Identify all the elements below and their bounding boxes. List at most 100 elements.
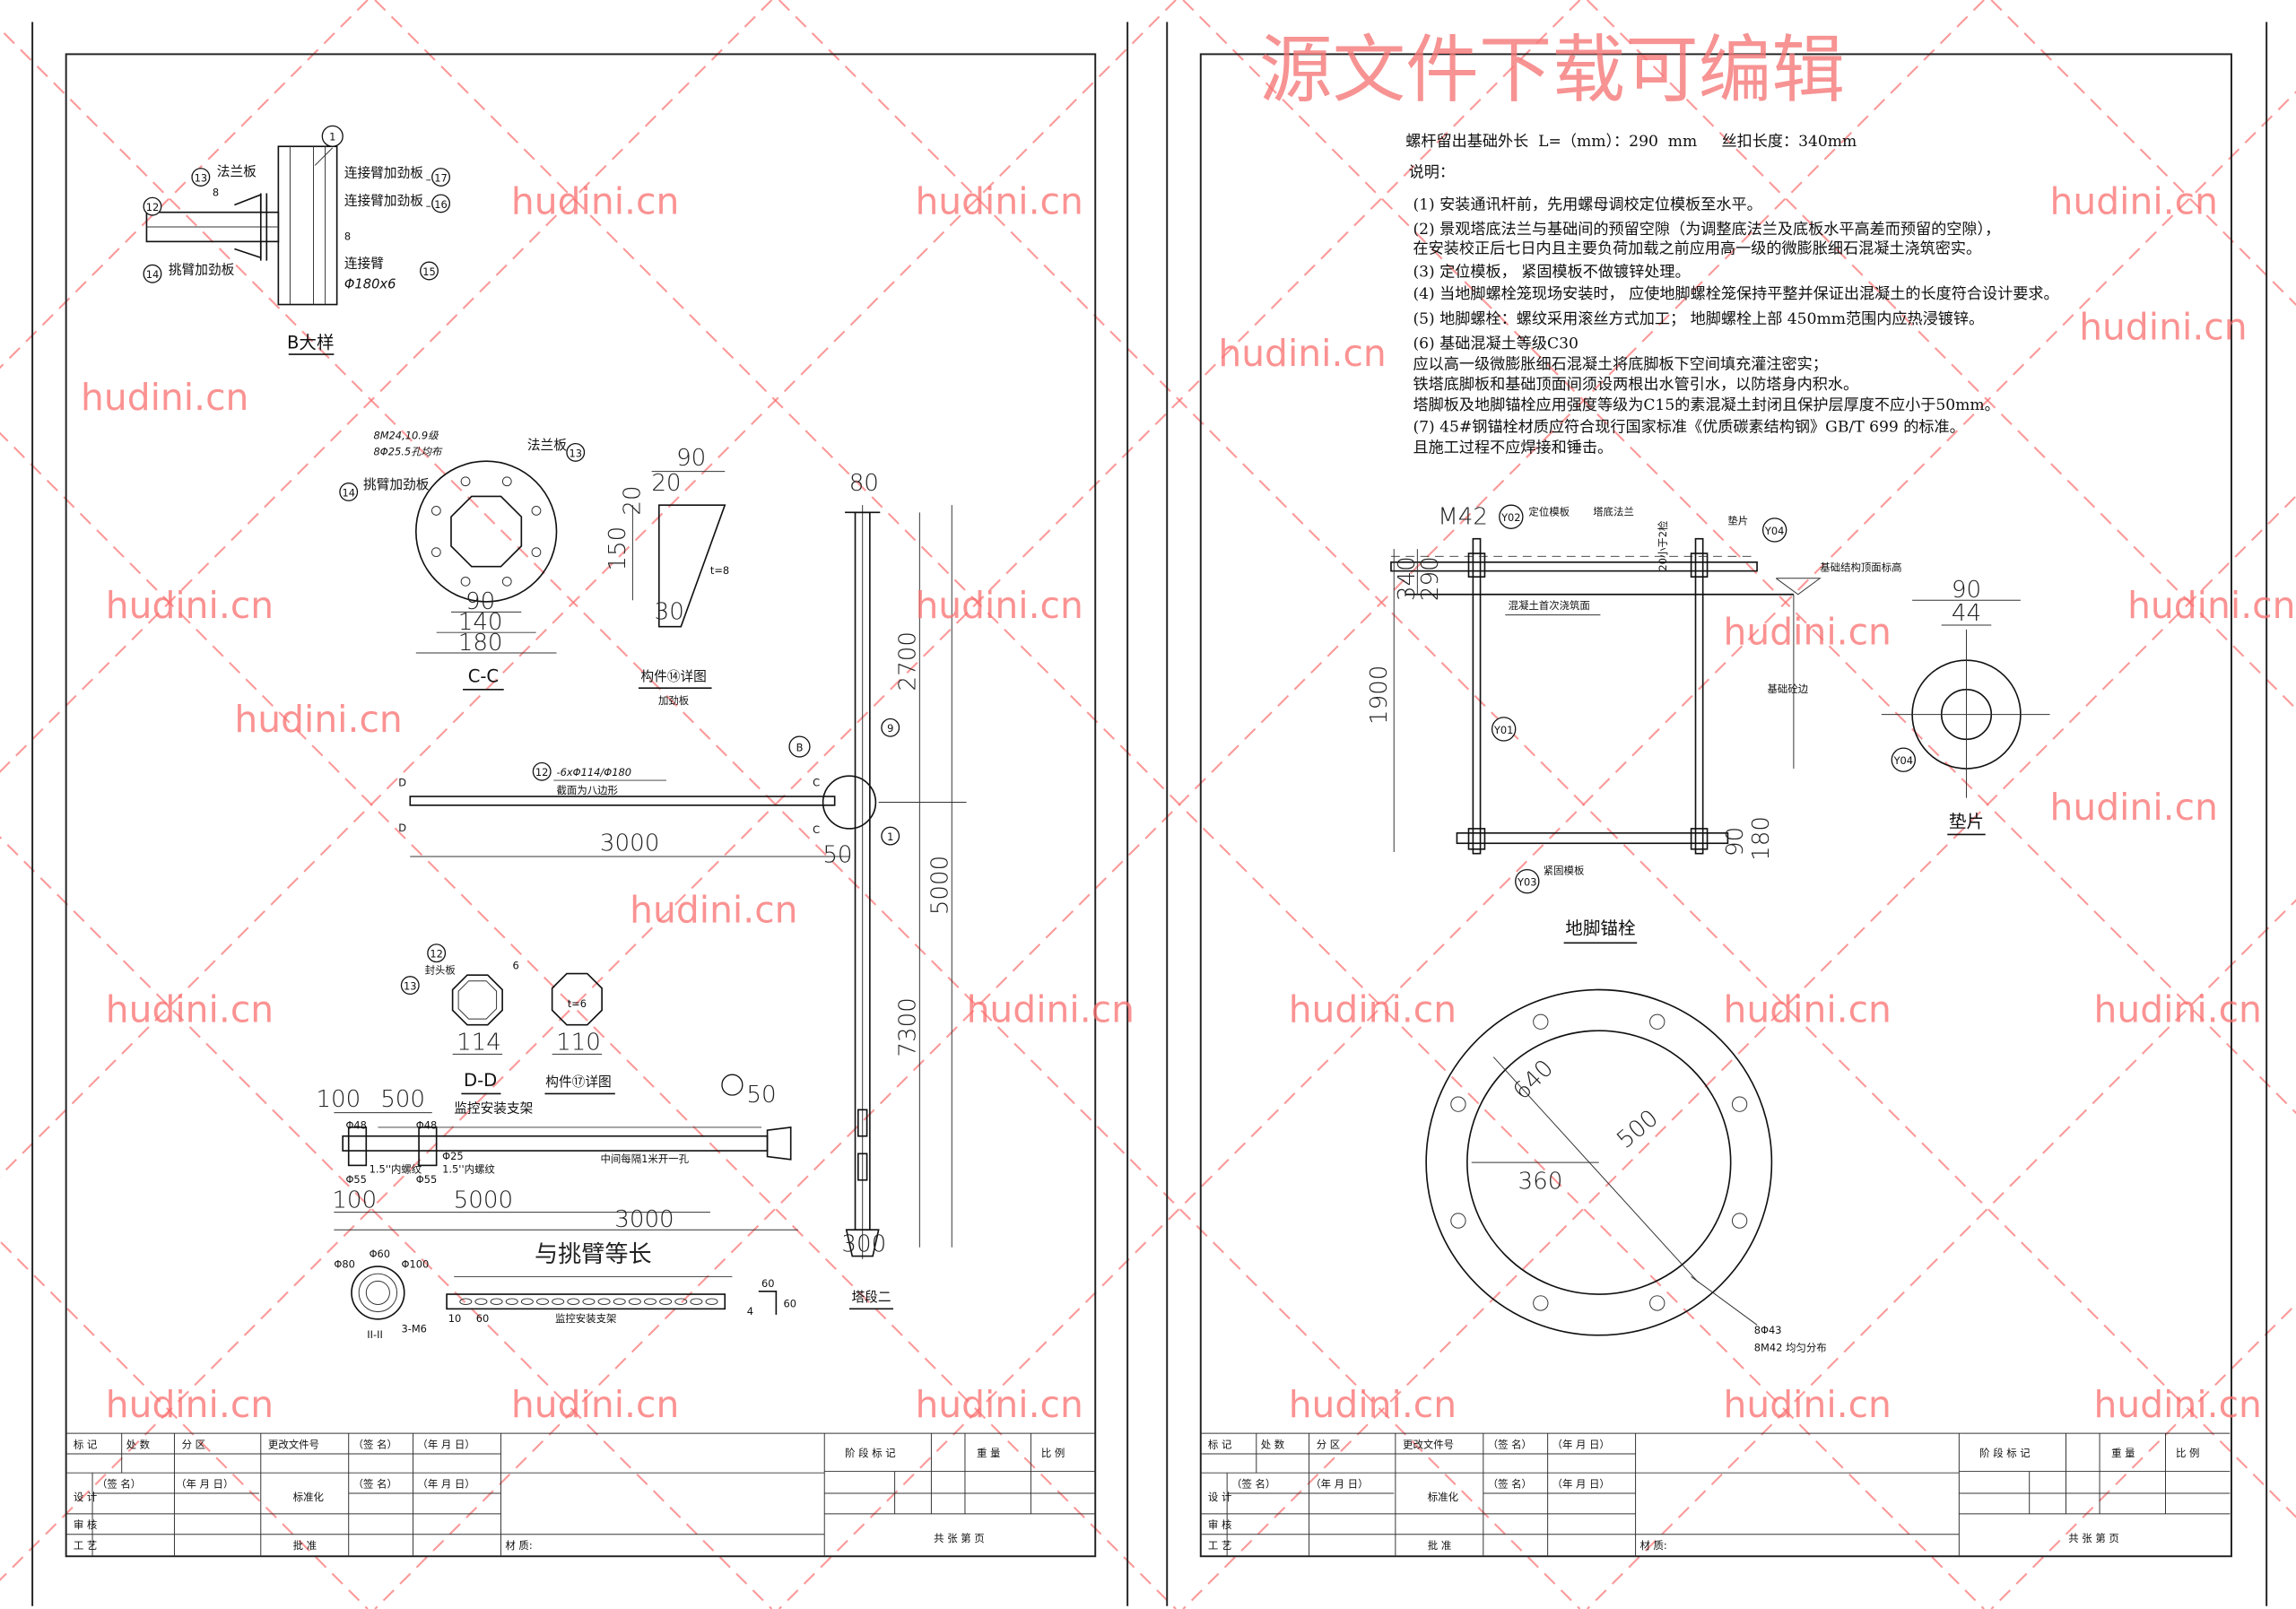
- bolt-hole: [430, 547, 441, 558]
- dd-section: 12 13 封头板 6 114 D-D: [400, 944, 519, 1095]
- section-dim-d100: Φ100: [401, 1258, 429, 1271]
- bolt-hole: [460, 576, 471, 587]
- pole-callout-1: 1: [887, 831, 893, 843]
- watermark-label: hudini.cn: [1289, 1383, 1457, 1426]
- b-detail: 1 法兰板 13 12 8 8 连接臂加劲板 17 连接臂加劲板 16 挑臂加劲…: [143, 125, 451, 355]
- bolt-hole: [460, 476, 471, 487]
- title-block-cell: （年 月 日）: [1310, 1478, 1368, 1491]
- slot-hole: [613, 1298, 626, 1305]
- title-block-cell: 设 计: [1208, 1491, 1231, 1503]
- washer-dim-90: 90: [1952, 577, 1981, 604]
- thread-note-1: 1.5''内螺纹: [370, 1163, 422, 1176]
- title-block-cell: （签 名）: [1488, 1478, 1532, 1491]
- arm-dim-3000: 3000: [600, 830, 659, 857]
- watermark-line: [0, 0, 1177, 1178]
- first-pour-label: 混凝土首次浇筑面: [1509, 599, 1590, 612]
- note-line: 且施工过程不应焊接和锤击。: [1413, 439, 1613, 457]
- note-line: (4) 当地脚螺栓笼现场安装时， 应使地脚螺栓笼保持平整并保证出混凝土的长度符合…: [1413, 284, 2058, 303]
- watermark-label: hudini.cn: [81, 376, 248, 419]
- anchor-dim-290: 290: [1417, 556, 1444, 601]
- pole-dim-300: 300: [841, 1231, 886, 1258]
- end-plate-label: 封头板: [425, 964, 457, 977]
- section-mark-c2: C: [813, 823, 820, 836]
- pole-dim-5000: 5000: [926, 856, 953, 915]
- anchor-title: 地脚锚栓: [1565, 918, 1635, 938]
- plate-label: 监控安装支架: [555, 1312, 616, 1325]
- callout-y04a: Y04: [1764, 525, 1784, 537]
- watermark-label: hudini.cn: [2050, 786, 2218, 829]
- title-block-cell: 处 数: [1261, 1438, 1285, 1450]
- slot-hole: [674, 1298, 688, 1305]
- bracket-dim-d55b: Φ55: [416, 1173, 438, 1186]
- part14-dim-30: 30: [655, 599, 684, 626]
- section-mark-c1: C: [813, 777, 820, 789]
- washer-detail: 90 44 Y04 垫片: [1881, 577, 2050, 836]
- part17-detail: t=6 110 构件⑰详图: [544, 972, 615, 1095]
- angle-dim-4: 4: [747, 1305, 753, 1318]
- pole-dim-7300: 7300: [894, 997, 921, 1057]
- slot-hole: [597, 1298, 611, 1305]
- watermark-label: hudini.cn: [2127, 584, 2295, 627]
- watermark-label: hudini.cn: [2050, 179, 2218, 222]
- slot-hole: [628, 1298, 641, 1305]
- watermark-line: [0, 0, 773, 773]
- title-block-cell: 比 例: [2176, 1447, 2199, 1459]
- title-block-cell: （年 月 日）: [176, 1478, 233, 1491]
- watermark-header: 源文件下载可编辑: [1259, 28, 1845, 113]
- title-block-cell: 工 艺: [74, 1539, 97, 1552]
- part14-dim-20a: 20: [651, 470, 681, 497]
- title-block-cell: 审 核: [1208, 1518, 1231, 1531]
- slot-hole: [474, 1298, 488, 1305]
- anchor-dim-340: 340: [1394, 556, 1421, 601]
- cc-dim-180: 180: [458, 630, 503, 657]
- connecting-arm-label: 连接臂: [344, 257, 384, 272]
- arm-size-label: Φ180x6: [344, 277, 396, 292]
- watermark-label: hudini.cn: [1724, 610, 1892, 653]
- callout-1: 1: [329, 131, 335, 144]
- dd-callout-12: 12: [430, 948, 443, 961]
- part17-title: 构件⑰详图: [545, 1074, 611, 1090]
- slot-hole: [690, 1298, 703, 1305]
- title-block-cell: 标 记: [1208, 1438, 1231, 1450]
- slot-hole: [659, 1298, 673, 1305]
- arm-section-label: 截面为八边形: [557, 784, 619, 796]
- title-block-right: 标 记处 数分 区更改文件号（签 名）（年 月 日）设 计（签 名）（年 月 日…: [1200, 1432, 2231, 1557]
- slot-hole: [552, 1298, 565, 1305]
- watermark-label: hudini.cn: [1218, 332, 1386, 375]
- anchor-dim-180: 180: [1748, 816, 1775, 861]
- angle-dim-60b: 60: [784, 1298, 797, 1310]
- flange-note-2: 8M42 均匀分布: [1754, 1342, 1827, 1354]
- watermark-label: hudini.cn: [106, 987, 274, 1031]
- plate-dim-10: 10: [448, 1312, 462, 1325]
- part14-dim-90: 90: [676, 445, 706, 472]
- plate-dim-60: 60: [476, 1312, 490, 1325]
- title-block-cell: 批 准: [1428, 1539, 1451, 1552]
- weld-size-label-2: 8: [344, 230, 351, 243]
- bracket-dim-d55a: Φ55: [345, 1173, 367, 1186]
- bolt-hole: [531, 547, 542, 558]
- hole-note: 中间每隔1米开一孔: [600, 1152, 689, 1165]
- bolt-hole: [501, 576, 512, 587]
- anchor-bolt-hole: [1649, 1013, 1665, 1030]
- bracket-label: 监控安装支架: [454, 1101, 533, 1117]
- note-line: 应以高一级微膨胀细石混凝土将底脚板下空间填充灌注密实；: [1413, 355, 1827, 373]
- title-block-cell: 比 例: [1041, 1447, 1065, 1459]
- pole-elevation: 80 2700 5000 7300 300 塔段二 B 12 9 1 -6xΦ1…: [398, 470, 967, 1310]
- watermark-text: hudini.cn hudini.cn hudini.cn hudini.cn hudi…: [81, 179, 2295, 1426]
- watermark-label: hudini.cn: [511, 1383, 679, 1426]
- anchor-bolt-hole: [1450, 1213, 1466, 1229]
- title-block-cell: 材 质:: [1639, 1539, 1666, 1552]
- watermark-line: [0, 0, 369, 370]
- title-block-cell: （年 月 日）: [417, 1478, 474, 1491]
- title-block-cell: 共 张 第 页: [934, 1532, 985, 1544]
- locating-template-label: 定位模板: [1528, 506, 1570, 518]
- watermark-label: hudini.cn: [915, 1383, 1083, 1426]
- pole-callout-12: 12: [535, 766, 549, 778]
- callout-y02: Y02: [1500, 511, 1520, 524]
- section-title-ii: II-II: [367, 1328, 383, 1341]
- bolt-note-2: 8Φ25.5孔均布: [373, 446, 442, 458]
- slot-hole: [705, 1298, 718, 1305]
- left-sheet-frame: [31, 22, 1129, 1606]
- title-block-cell: 分 区: [182, 1438, 205, 1450]
- bracket-dim-100: 100: [316, 1086, 361, 1113]
